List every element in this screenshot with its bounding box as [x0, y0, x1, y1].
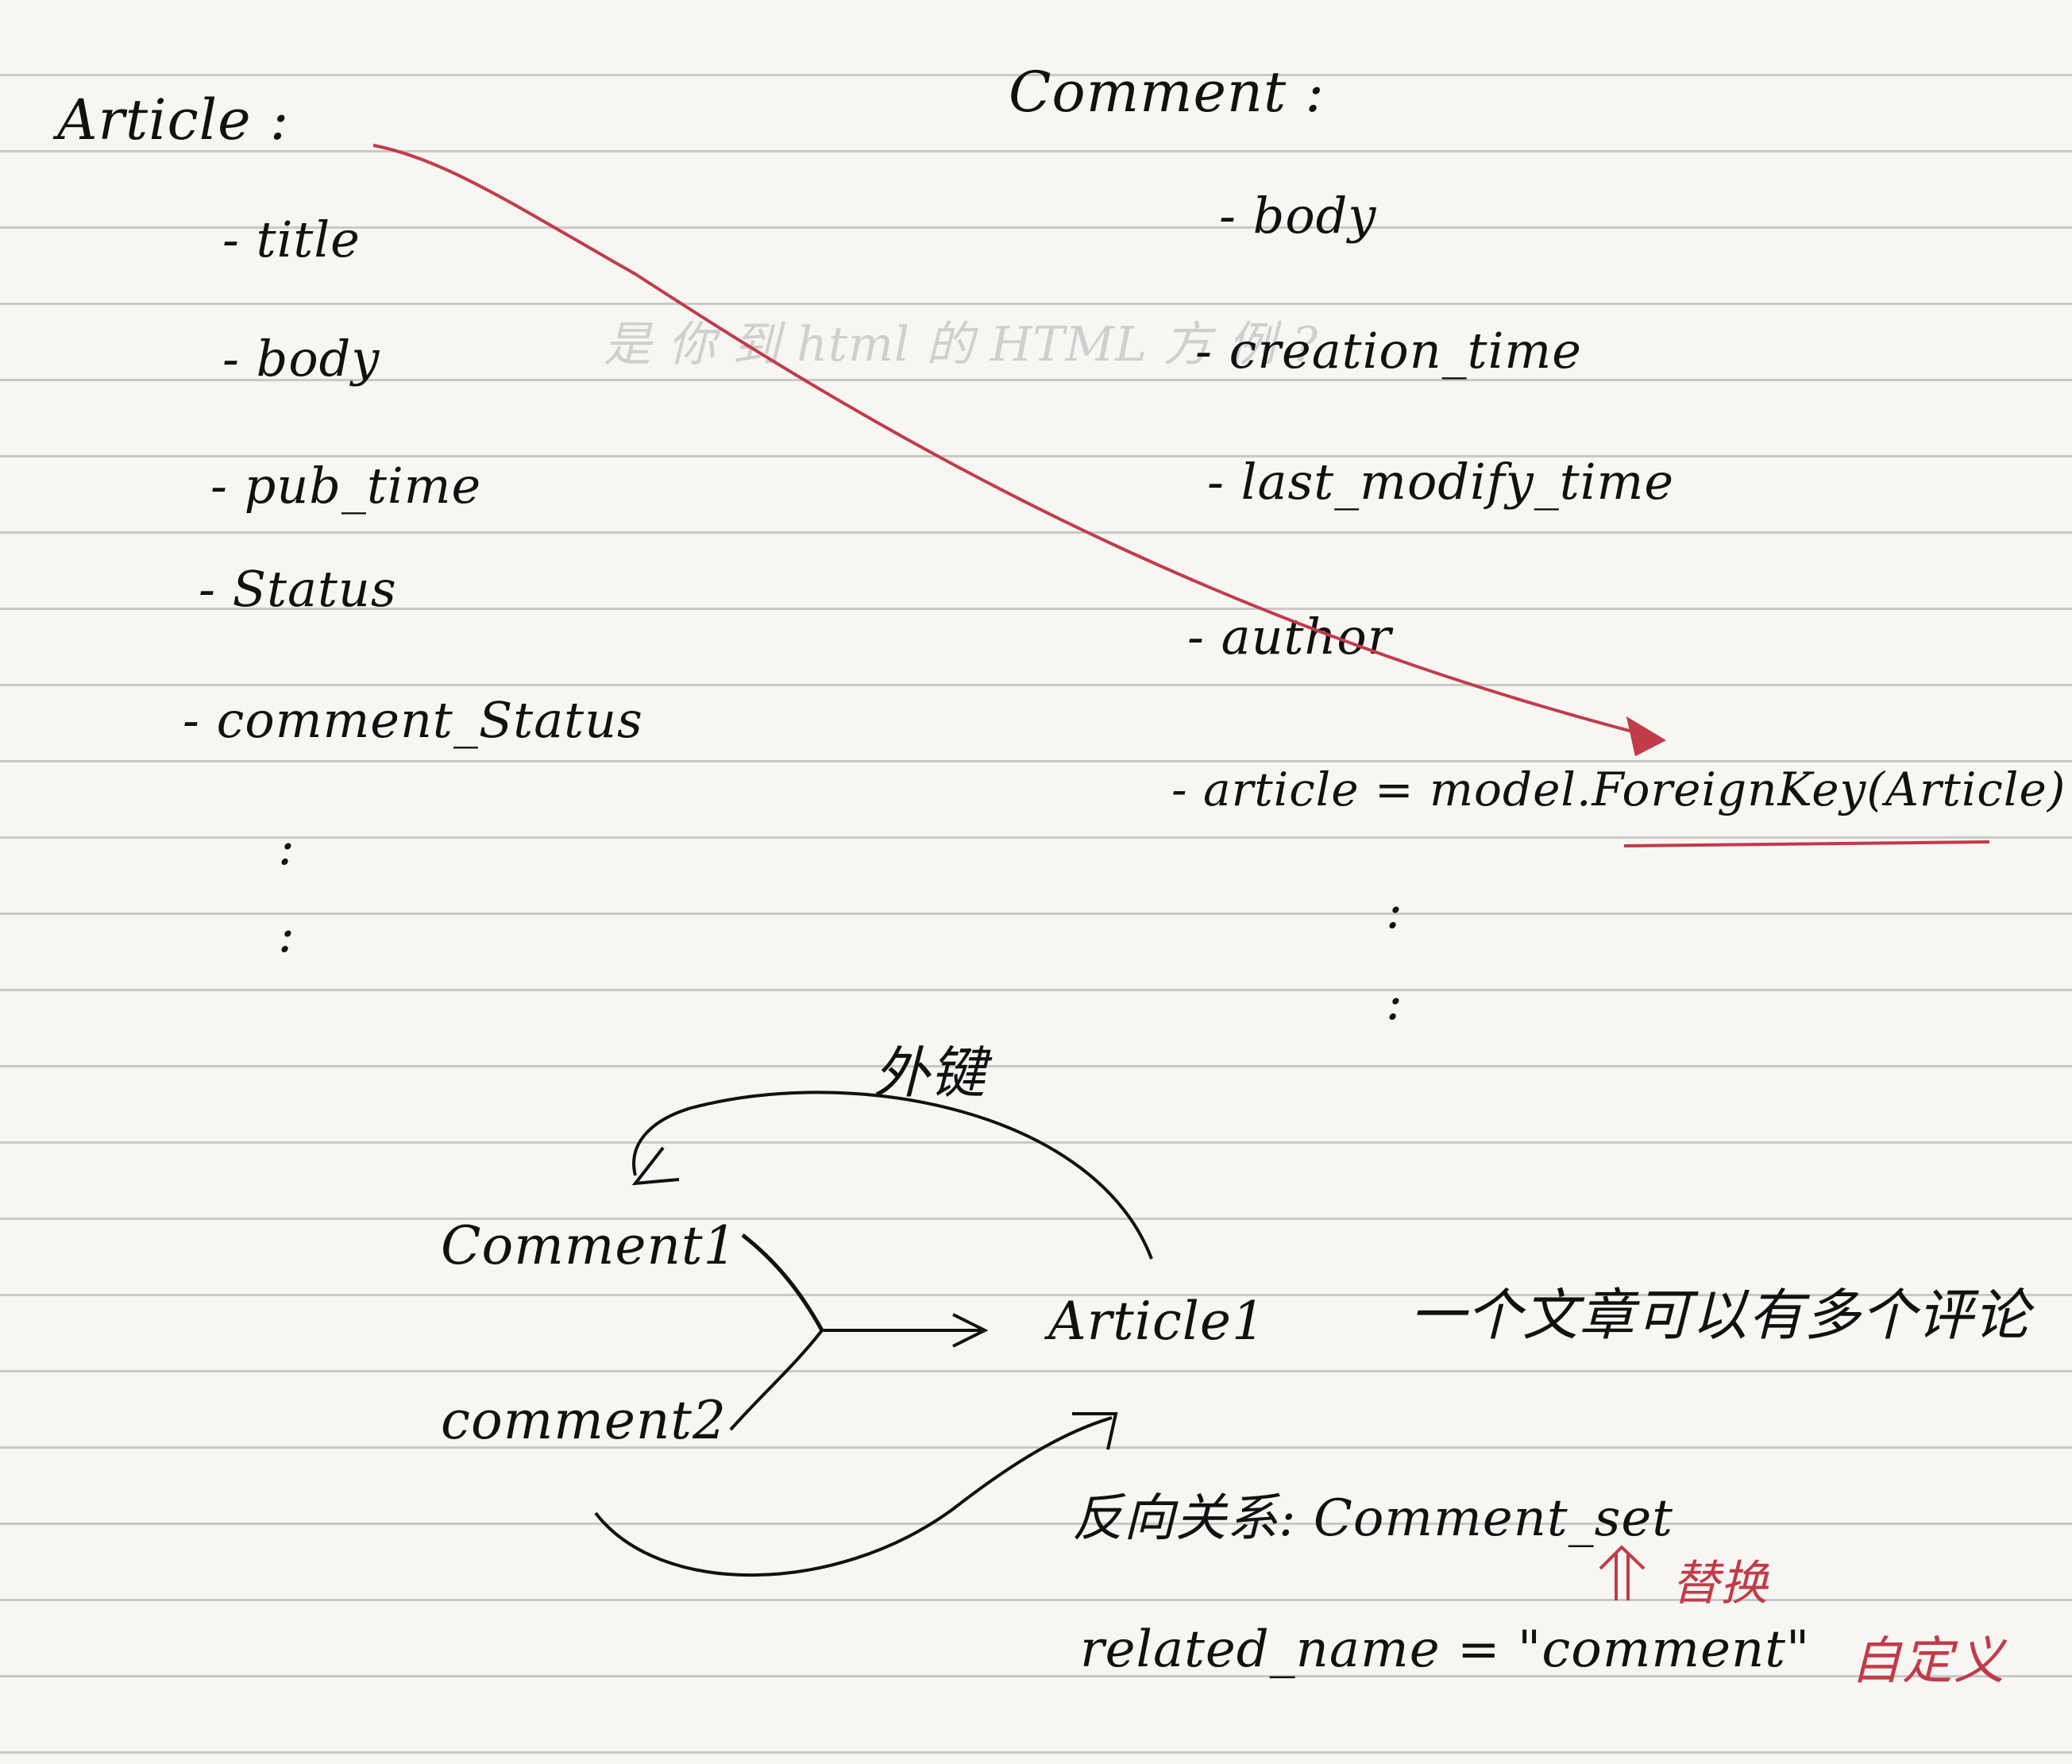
replace-note: 替换	[1672, 1556, 1769, 1612]
related-name-note: related_name = "comment"	[1080, 1620, 1811, 1679]
comment-ellipsis-2: :	[1386, 973, 1403, 1031]
foreign-key-arc-arrowhead	[631, 1146, 680, 1186]
comment2-node: comment2	[441, 1390, 727, 1451]
article-field-title: - title	[222, 210, 361, 268]
replace-up-arrow-icon	[1599, 1545, 1646, 1600]
comment-field-creation-time: - creation_time	[1195, 322, 1582, 380]
foreign-key-label: 外键	[874, 1040, 986, 1106]
comment-ellipsis: :	[1386, 882, 1403, 940]
bleed-through-text: 是 你 到 html 的 HTML 方 例 ?	[604, 317, 1319, 372]
article-heading: Article :	[57, 87, 290, 152]
join-arrow	[822, 1313, 989, 1348]
article-field-pub-time: - pub_time	[210, 457, 482, 515]
article-ellipsis-2: :	[278, 905, 295, 963]
article-field-comment-status: - comment_Status	[183, 691, 643, 749]
foreign-key-arc	[632, 1090, 1153, 1260]
reverse-relation-arrowhead	[1072, 1412, 1118, 1450]
foreign-key-arrowhead	[1626, 716, 1667, 757]
comment1-node: Comment1	[441, 1215, 738, 1276]
comment-field-body: - body	[1219, 187, 1377, 245]
join-stroke-top	[741, 1233, 824, 1332]
article-ellipsis: :	[278, 818, 295, 876]
custom-note: 自定义	[1850, 1632, 2005, 1691]
article-field-body: - body	[222, 330, 380, 388]
comment-heading: Comment :	[1009, 60, 1325, 125]
join-stroke-bottom	[729, 1329, 824, 1431]
reverse-relation-arc	[594, 1416, 1113, 1577]
article1-node: Article1	[1048, 1291, 1266, 1352]
foreign-key-arrow	[372, 144, 1661, 740]
one-to-many-note: 一个文章可以有多个评论	[1410, 1283, 2030, 1348]
reverse-relation-note: 反向关系: Comment_set	[1072, 1489, 1674, 1548]
comment-field-article-fk: - article = model.ForeignKey(Article)	[1171, 762, 2066, 816]
comment-field-last-modify-time: - last_modify_time	[1207, 453, 1675, 511]
article-field-status: - Status	[199, 560, 397, 618]
foreign-key-underline	[1623, 840, 1990, 847]
comment-field-author: - author	[1187, 608, 1392, 666]
